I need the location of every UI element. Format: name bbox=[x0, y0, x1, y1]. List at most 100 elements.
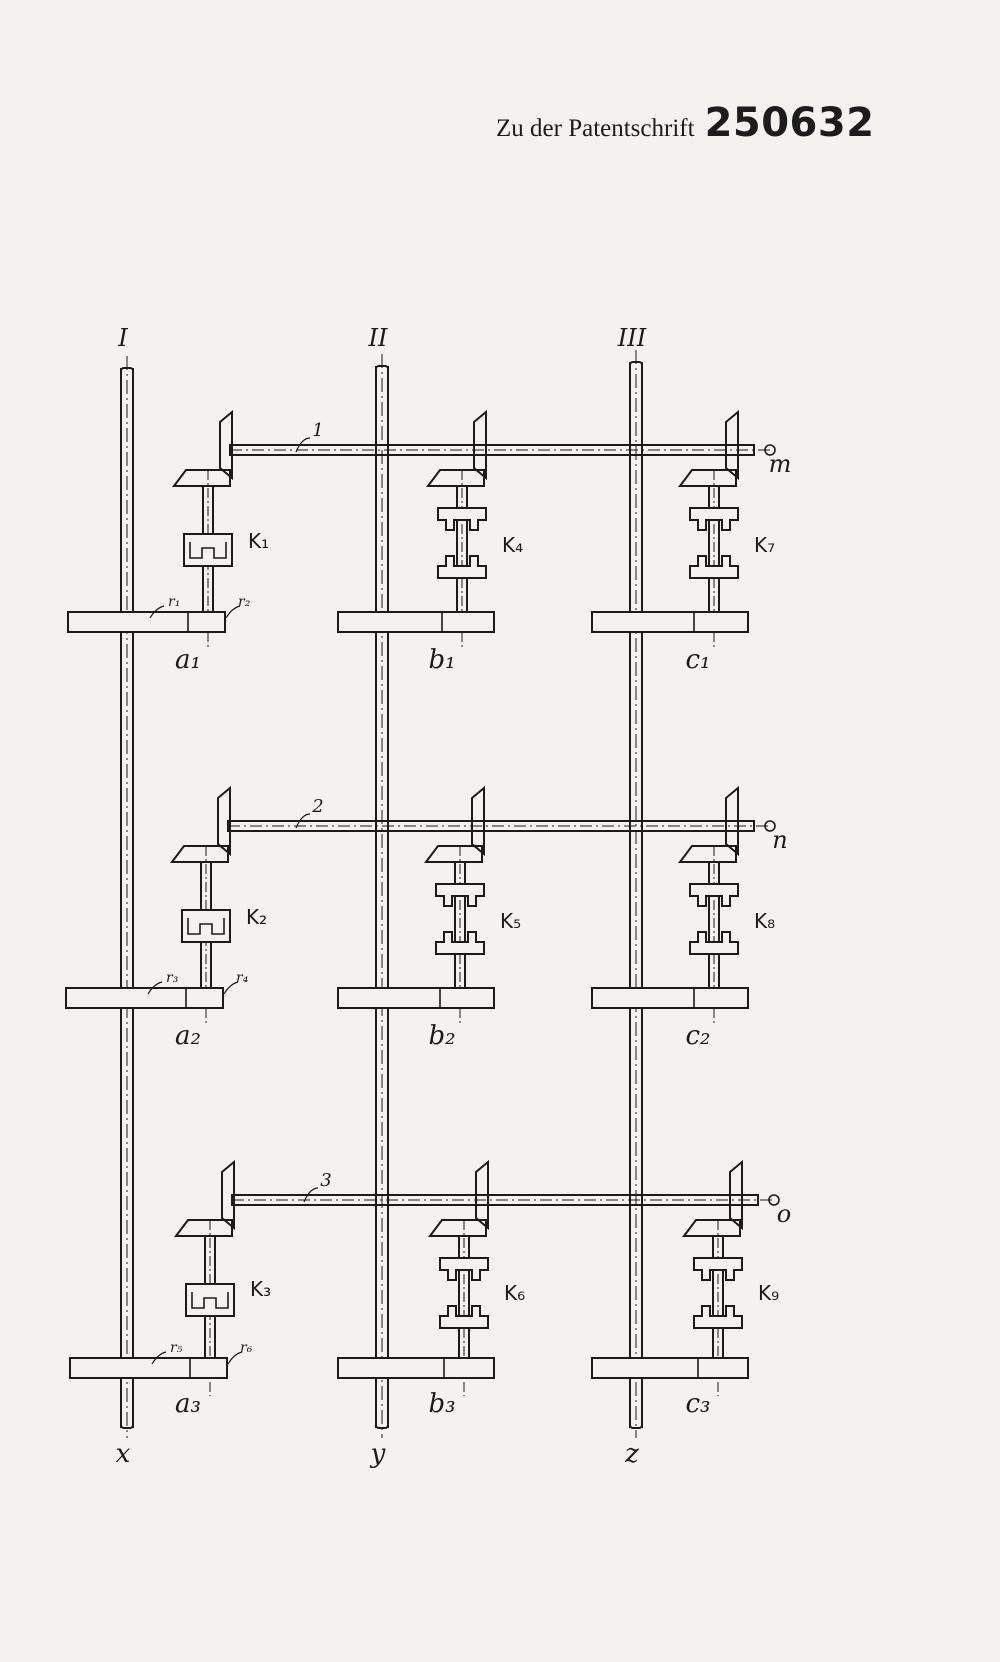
spur-wheel-pair bbox=[337, 1357, 495, 1379]
drive-row-3 bbox=[69, 1159, 780, 1396]
bevel-gear-horizontal bbox=[678, 469, 737, 487]
main-shaft-2 bbox=[375, 354, 389, 1438]
countershaft-end-label: n bbox=[772, 826, 787, 854]
gear-leader-right bbox=[223, 981, 239, 995]
bevel-gear-horizontal bbox=[678, 845, 737, 863]
bevel-gear-horizontal bbox=[424, 845, 483, 863]
claw-coupling-lower bbox=[689, 555, 739, 579]
bevel-gear-vertical bbox=[725, 409, 739, 481]
shaft-end-label: x bbox=[116, 1439, 131, 1469]
claw-coupling-upper bbox=[437, 507, 487, 531]
shaft-number-leader bbox=[303, 1187, 319, 1203]
shaft-number-leader bbox=[295, 437, 311, 453]
coupling-label: K₉ bbox=[758, 1281, 779, 1305]
claw-coupling-box bbox=[183, 533, 233, 567]
wheel-label: c₂ bbox=[686, 1021, 711, 1051]
claw-coupling-upper bbox=[439, 1257, 489, 1281]
wheel-label: b₃ bbox=[428, 1389, 455, 1419]
vertical-shafts bbox=[120, 350, 643, 1438]
coupling-label: K₅ bbox=[500, 909, 521, 933]
gear-label-right: r₆ bbox=[240, 1340, 253, 1356]
coupling-unit-3-1 bbox=[69, 1159, 235, 1396]
bevel-gear-horizontal bbox=[428, 1219, 487, 1237]
countershaft-number: 1 bbox=[312, 420, 323, 441]
bevel-gear-horizontal bbox=[170, 845, 229, 863]
coupling-unit-2-1 bbox=[65, 785, 231, 1026]
coupling-label: K₈ bbox=[754, 909, 775, 933]
gear-leader-right bbox=[225, 605, 241, 619]
spur-wheel-pair bbox=[65, 987, 224, 1009]
coupling-unit-2-3 bbox=[591, 785, 749, 1026]
wheel-label: b₂ bbox=[428, 1021, 455, 1051]
claw-coupling-lower bbox=[689, 931, 739, 955]
bevel-gear-horizontal bbox=[174, 1219, 233, 1237]
claw-coupling-upper bbox=[689, 507, 739, 531]
coupling-label: K₆ bbox=[504, 1281, 525, 1305]
bevel-gear-vertical bbox=[475, 1159, 489, 1231]
coupling-unit-1-3 bbox=[591, 409, 749, 650]
drive-rows bbox=[65, 409, 780, 1396]
countershaft-number: 2 bbox=[311, 796, 323, 817]
shaft-number-leader bbox=[295, 813, 311, 829]
coupling-label: K₇ bbox=[754, 533, 775, 557]
wheel-label: c₃ bbox=[686, 1389, 711, 1419]
bevel-gear-vertical bbox=[221, 1159, 235, 1231]
main-shaft-3 bbox=[629, 350, 643, 1438]
gear-label-right: r₂ bbox=[238, 594, 251, 610]
spur-wheel-pair bbox=[591, 987, 749, 1009]
wheel-label: a₂ bbox=[175, 1021, 201, 1051]
bevel-gear-vertical bbox=[471, 785, 485, 857]
drive-row-1 bbox=[67, 409, 776, 650]
countershaft-number: 3 bbox=[320, 1170, 331, 1191]
bevel-gear-vertical bbox=[729, 1159, 743, 1231]
gear-label-left: r₁ bbox=[168, 594, 180, 610]
bevel-gear-vertical bbox=[725, 785, 739, 857]
bevel-gear-horizontal bbox=[426, 469, 485, 487]
bevel-gear-vertical bbox=[473, 409, 487, 481]
claw-coupling-upper bbox=[435, 883, 485, 907]
bevel-gear-vertical bbox=[217, 785, 231, 857]
wheel-label: c₁ bbox=[686, 645, 711, 675]
spur-wheel-pair bbox=[591, 1357, 749, 1379]
claw-coupling-lower bbox=[439, 1305, 489, 1329]
gear-label-left: r₅ bbox=[170, 1340, 183, 1356]
wheel-label: b₁ bbox=[428, 645, 455, 675]
shaft-end-label: z bbox=[624, 1439, 639, 1469]
shaft-end-label: y bbox=[370, 1439, 386, 1469]
claw-coupling-lower bbox=[693, 1305, 743, 1329]
bevel-gear-horizontal bbox=[172, 469, 231, 487]
gear-leader-left bbox=[151, 1351, 167, 1365]
spur-wheel-pair bbox=[337, 611, 495, 633]
coupling-label: K₂ bbox=[246, 905, 267, 929]
drive-row-2 bbox=[65, 785, 776, 1026]
claw-coupling-box bbox=[181, 909, 231, 943]
shaft-roman-label: I bbox=[117, 324, 128, 352]
shaft-roman-label: III bbox=[617, 324, 647, 352]
claw-coupling-lower bbox=[435, 931, 485, 955]
spur-wheel-pair bbox=[591, 611, 749, 633]
spur-wheel-pair bbox=[337, 987, 495, 1009]
claw-coupling-teeth bbox=[189, 542, 227, 559]
main-shaft-1 bbox=[120, 356, 134, 1438]
coupling-unit-1-1 bbox=[67, 409, 233, 650]
coupling-unit-1-2 bbox=[337, 409, 495, 650]
shaft-end-bearing bbox=[764, 820, 776, 832]
claw-coupling-upper bbox=[689, 883, 739, 907]
coupling-label: K₃ bbox=[250, 1277, 271, 1301]
claw-coupling-teeth bbox=[191, 1292, 229, 1309]
bevel-gear-horizontal bbox=[682, 1219, 741, 1237]
claw-coupling-teeth bbox=[187, 918, 225, 935]
gear-leader-right bbox=[227, 1351, 243, 1365]
shaft-end-bearing bbox=[768, 1194, 780, 1206]
claw-coupling-box bbox=[185, 1283, 235, 1317]
spur-wheel-pair bbox=[67, 611, 226, 633]
countershaft-end-label: o bbox=[777, 1200, 791, 1228]
coupling-unit-2-2 bbox=[337, 785, 495, 1026]
gear-label-left: r₃ bbox=[166, 970, 179, 986]
patent-header-lead: Zu der Patentschrift bbox=[496, 115, 695, 142]
spur-wheel-pair bbox=[69, 1357, 228, 1379]
claw-coupling-lower bbox=[437, 555, 487, 579]
coupling-unit-3-3 bbox=[591, 1159, 749, 1396]
